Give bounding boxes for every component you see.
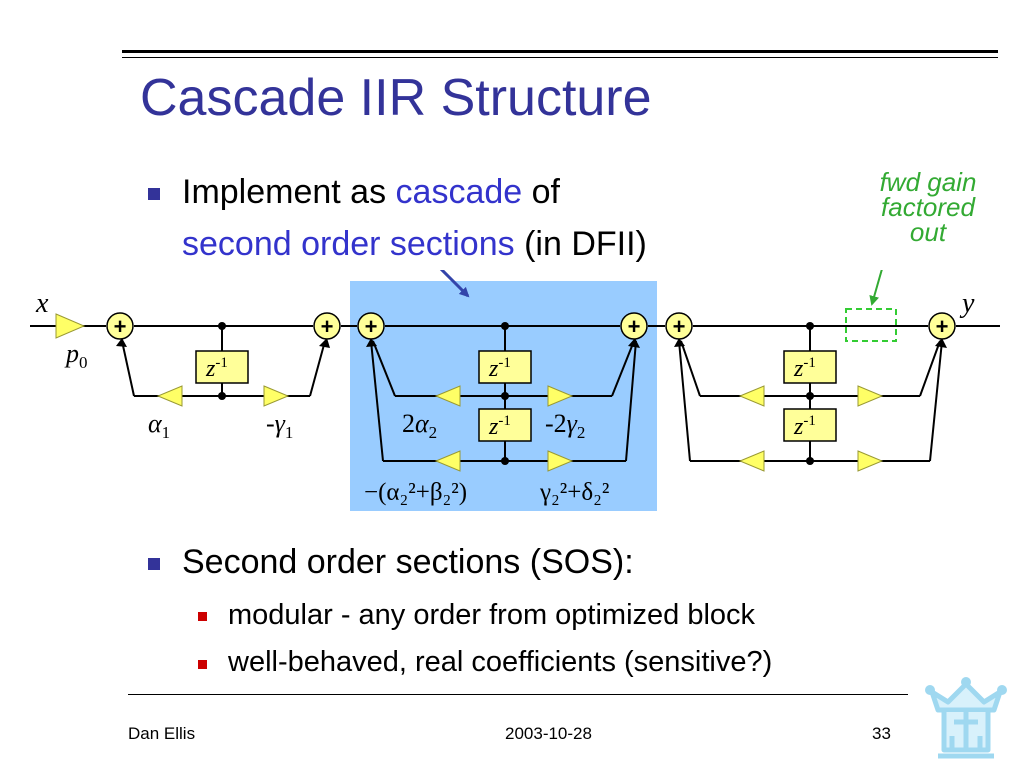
adder-symbol-6: + — [936, 314, 949, 339]
svg-text:2α2: 2α2 — [402, 409, 437, 442]
cascade-diagram: + + + + + + z-1 z-1 z-1 z-1 z-1 x y p0 α… — [30, 270, 1000, 511]
s2-alpha-sub: 2 — [429, 423, 438, 442]
svg-text:α1: α1 — [148, 409, 170, 442]
s2-coef-c: −(α₂²+β₂²) — [364, 479, 467, 506]
delay-z-5: z — [793, 414, 804, 440]
s2-gamma-pre: -2 — [545, 409, 567, 438]
adder-1 — [106, 312, 134, 340]
pointer-arrow — [439, 270, 470, 298]
sub-bullet-marker-1 — [198, 612, 207, 621]
gain-label: p — [64, 339, 79, 368]
delay-z-4: z — [793, 356, 804, 382]
bullet-1-text-c: of — [522, 173, 560, 211]
delay-box-s3b — [783, 408, 837, 442]
sub-bullet-1-text: modular - any order from optimized block — [228, 599, 756, 631]
adder-symbol-1: + — [114, 314, 127, 339]
delay-box-s2a — [478, 350, 532, 384]
svg-text:z-1: z-1 — [488, 355, 511, 382]
top-rule-thick — [122, 50, 998, 53]
factored-gain-box — [845, 308, 897, 342]
gain-sub: 0 — [79, 353, 88, 372]
adder-symbol-5: + — [673, 314, 686, 339]
s2-alpha: α — [415, 409, 430, 438]
annotation-line-2: factored — [881, 192, 975, 222]
s1-gamma-pre: - — [266, 409, 275, 438]
footer-author: Dan Ellis — [128, 724, 196, 743]
svg-text:z-1: z-1 — [793, 355, 816, 382]
adder-5 — [665, 312, 693, 340]
bullet-1-dfii: (in DFII) — [514, 225, 647, 263]
bullet-1-sos: second order sections — [182, 225, 515, 263]
footer-page: 33 — [872, 724, 891, 743]
delay-box-s1 — [195, 350, 249, 384]
adder-symbol-3: + — [365, 314, 378, 339]
bullet-marker-2 — [148, 558, 160, 570]
delay-z-3: z — [488, 414, 499, 440]
svg-text:z-1: z-1 — [793, 413, 816, 440]
annotation-line-1: fwd gain — [879, 167, 977, 197]
s2-gamma: γ — [567, 409, 578, 438]
input-label: x — [35, 288, 49, 319]
output-label: y — [959, 288, 975, 319]
s1-gamma-sub: 1 — [285, 423, 294, 442]
gain-annotation: fwd gain factored out — [858, 167, 998, 247]
delay-sup-3: -1 — [498, 413, 511, 429]
annotation-arrow — [869, 270, 883, 306]
delay-z-1: z — [205, 356, 216, 382]
delay-box-s3a — [783, 350, 837, 384]
top-rule-thin — [122, 57, 998, 58]
s1-alpha-sub: 1 — [162, 423, 171, 442]
footer-date: 2003-10-28 — [505, 724, 592, 743]
sub-bullet-marker-2 — [198, 660, 207, 669]
delay-sup-5: -1 — [803, 413, 816, 429]
input-gain-triangle — [55, 313, 86, 339]
bullet-1-line-2: second order sections (in DFII) — [182, 224, 647, 264]
adder-4 — [620, 312, 648, 340]
svg-text:z-1: z-1 — [205, 355, 228, 382]
delay-z-2: z — [488, 356, 499, 382]
delay-sup-2: -1 — [498, 355, 511, 371]
bullet-1-cascade: cascade — [395, 173, 523, 211]
adder-6 — [928, 312, 956, 340]
s1-gamma: γ — [275, 409, 286, 438]
bullet-2-text: Second order sections (SOS): — [182, 543, 634, 581]
slide-title: Cascade IIR Structure — [140, 69, 652, 127]
s1-alpha: α — [148, 409, 163, 438]
svg-text:p0: p0 — [64, 339, 88, 372]
adder-symbol-2: + — [321, 314, 334, 339]
svg-text:z-1: z-1 — [488, 413, 511, 440]
delay-sup-4: -1 — [803, 355, 816, 371]
delay-sup-1: -1 — [215, 355, 228, 371]
s2-coef-d: γ₂²+δ₂² — [539, 479, 609, 506]
bullet-marker-1 — [148, 188, 160, 200]
adder-2 — [313, 312, 341, 340]
footer-rule — [128, 694, 908, 695]
annotation-line-3: out — [909, 217, 947, 247]
sub-bullet-2-text: well-behaved, real coefficients (sensiti… — [228, 646, 773, 678]
s2-alpha-pre: 2 — [402, 409, 415, 438]
delay-box-s2b — [478, 408, 532, 442]
svg-text:-2γ2: -2γ2 — [545, 409, 585, 442]
adder-3 — [357, 312, 385, 340]
bullet-1-line-1: Implement as cascade of — [182, 172, 560, 212]
adder-symbol-4: + — [628, 314, 641, 339]
s2-gamma-sub: 2 — [577, 423, 586, 442]
svg-text:-γ1: -γ1 — [266, 409, 293, 442]
crown-logo-icon — [925, 677, 1007, 759]
bullet-1-text-a: Implement as — [182, 173, 396, 211]
